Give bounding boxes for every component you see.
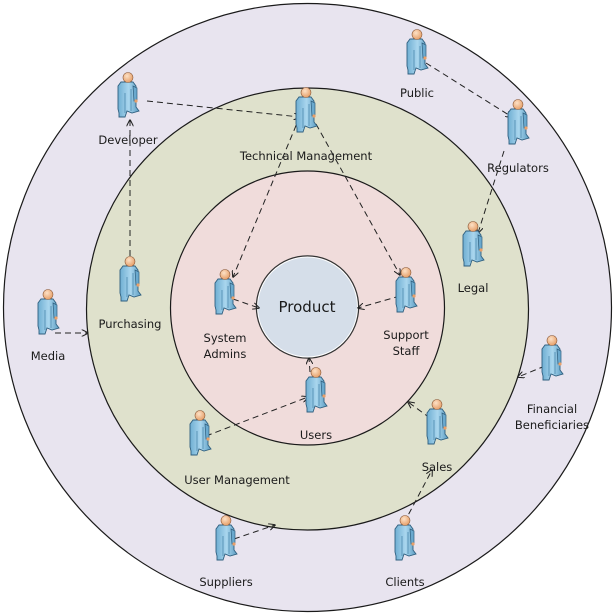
stakeholder-label: Users — [300, 428, 332, 442]
relation-support-staff-to-product — [358, 295, 401, 308]
stakeholder-label: Media — [31, 349, 66, 363]
stakeholder-label: Beneficiaries — [515, 418, 589, 432]
stakeholder-label: Sales — [422, 460, 453, 474]
relation-technical-management-to-support-staff — [315, 123, 400, 275]
person-icon — [426, 399, 449, 445]
stakeholder-developer[interactable]: Developer — [98, 72, 158, 148]
person-icon — [462, 221, 485, 267]
stakeholder-label: System — [204, 331, 247, 345]
person-icon — [541, 335, 564, 381]
stakeholder-label: Developer — [98, 133, 157, 147]
stakeholder-label: Admins — [204, 347, 247, 361]
stakeholder-users[interactable]: Users — [300, 367, 332, 443]
stakeholder-label: Technical Management — [239, 149, 373, 163]
person-icon — [37, 289, 60, 335]
relation-sales-to-inner-ring — [408, 402, 431, 419]
stakeholder-public[interactable]: Public — [400, 29, 434, 101]
relation-technical-management-to-system-admins — [233, 115, 301, 277]
person-icon — [395, 267, 418, 313]
stakeholder-label: User Management — [184, 473, 290, 487]
person-icon — [394, 515, 417, 561]
stakeholder-label: Public — [400, 86, 434, 100]
person-icon — [295, 87, 318, 133]
stakeholder-purchasing[interactable]: Purchasing — [99, 256, 162, 332]
stakeholder-technical-management[interactable]: Technical Management — [239, 87, 373, 164]
person-icon — [215, 515, 238, 561]
stakeholder-label: Financial — [527, 402, 577, 416]
relation-developer-to-technical-management — [146, 100, 300, 117]
person-icon — [406, 29, 429, 75]
product-node[interactable]: Product — [255, 255, 360, 359]
person-icon — [119, 256, 142, 302]
stakeholder-suppliers[interactable]: Suppliers — [199, 515, 253, 590]
relation-financial-beneficiaries-to-middle-ring — [518, 365, 546, 377]
person-icon — [305, 367, 328, 413]
stakeholder-label: Regulators — [487, 161, 549, 175]
stakeholder-label: Suppliers — [199, 575, 252, 589]
person-icon — [214, 269, 237, 315]
relation-suppliers-to-middle-ring — [233, 525, 275, 540]
relations — [55, 62, 546, 540]
stakeholder-user-management[interactable]: User Management — [184, 410, 290, 488]
person-icon — [507, 99, 530, 145]
relation-users-to-product — [309, 358, 310, 373]
stakeholder-label: Support — [383, 328, 429, 342]
stakeholder-sales[interactable]: Sales — [422, 399, 453, 475]
stakeholder-regulators[interactable]: Regulators — [487, 99, 549, 176]
stakeholder-label: Legal — [458, 281, 489, 295]
stakeholder-label: Staff — [393, 344, 421, 358]
stakeholder-legal[interactable]: Legal — [458, 221, 489, 296]
stakeholder-media[interactable]: Media — [31, 289, 66, 364]
relation-regulators-to-legal — [478, 150, 505, 233]
stakeholder-label: Purchasing — [99, 317, 162, 331]
relation-system-admins-to-product — [232, 298, 259, 308]
stakeholder-clients[interactable]: Clients — [385, 515, 425, 590]
relation-user-management-to-users — [205, 397, 308, 437]
stakeholder-label: Clients — [385, 575, 424, 589]
product-label: Product — [279, 298, 336, 316]
relation-public-to-regulators — [425, 62, 512, 117]
person-icon — [117, 72, 140, 118]
person-icon — [189, 410, 212, 456]
